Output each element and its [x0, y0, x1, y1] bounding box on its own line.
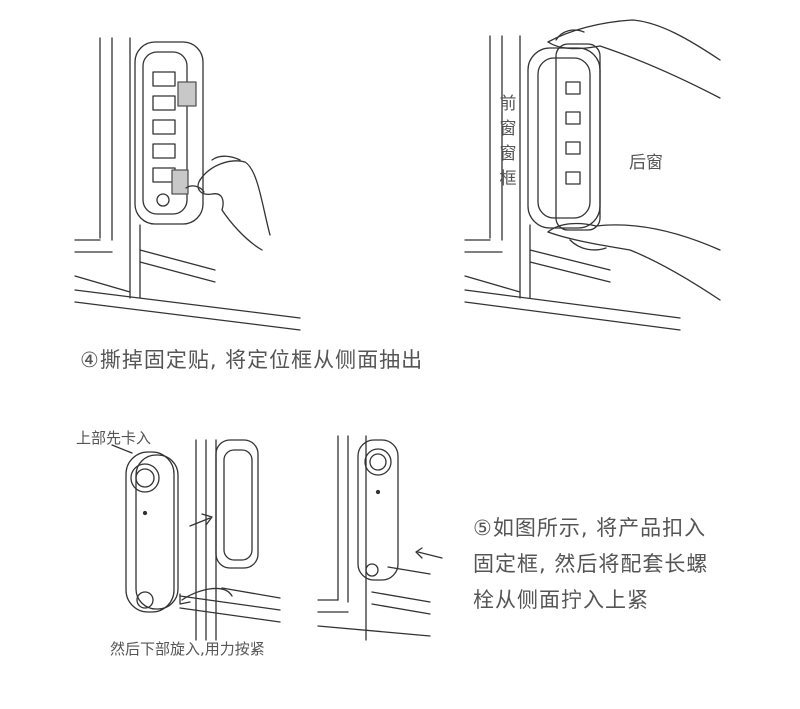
top-clip-note: 上部先卡入	[76, 429, 152, 447]
step5-line: 固定框, 然后将配套长螺	[473, 552, 709, 576]
illustration-remove-frame	[464, 19, 721, 331]
illustration-peel-tape	[74, 37, 301, 331]
front-window-frame-label: 前 窗 窗 框	[499, 94, 517, 189]
rotate-press-note: 然后下部旋入,用力按紧	[110, 640, 265, 658]
step4-caption: ④撕掉固定贴, 将定位框从侧面抽出	[80, 348, 424, 372]
step5-caption: ⑤如图所示, 将产品扣入 固定框, 然后将配套长螺 栓从侧面拧入上紧	[473, 510, 773, 618]
illustration-insert-screw	[317, 435, 443, 641]
step5-line: 栓从侧面拧入上紧	[473, 588, 649, 612]
step5-line: ⑤如图所示, 将产品扣入	[473, 516, 707, 540]
illustration-snap-in	[111, 439, 281, 641]
rear-window-label: 后窗	[629, 153, 663, 173]
